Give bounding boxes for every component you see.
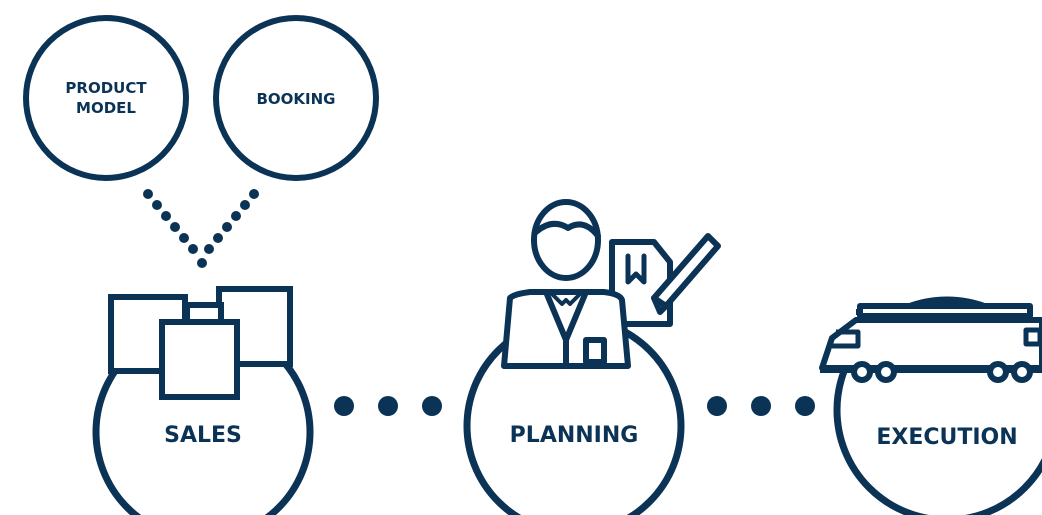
stage-label: EXECUTION bbox=[876, 425, 1017, 450]
input-booking: BOOKING bbox=[213, 15, 379, 181]
input-label-line1: PRODUCT bbox=[65, 79, 147, 97]
documents-icon bbox=[108, 286, 293, 400]
input-label: BOOKING bbox=[256, 90, 335, 108]
stage-label: PLANNING bbox=[510, 423, 639, 448]
v-dotted-connector bbox=[143, 189, 259, 268]
input-product-model: PRODUCT MODEL bbox=[23, 15, 189, 181]
stage-label: SALES bbox=[164, 423, 242, 448]
stage-execution: EXECUTION bbox=[819, 296, 1042, 515]
input-circle bbox=[213, 15, 379, 181]
dots-connector-2 bbox=[707, 396, 815, 416]
input-label-line2: MODEL bbox=[76, 99, 136, 117]
input-circle bbox=[23, 15, 189, 181]
planner-person-icon bbox=[501, 199, 721, 369]
stage-sales: SALES bbox=[92, 286, 314, 515]
stage-planning: PLANNING bbox=[463, 199, 721, 515]
dots-connector-1 bbox=[334, 396, 442, 416]
train-icon bbox=[819, 303, 1042, 383]
